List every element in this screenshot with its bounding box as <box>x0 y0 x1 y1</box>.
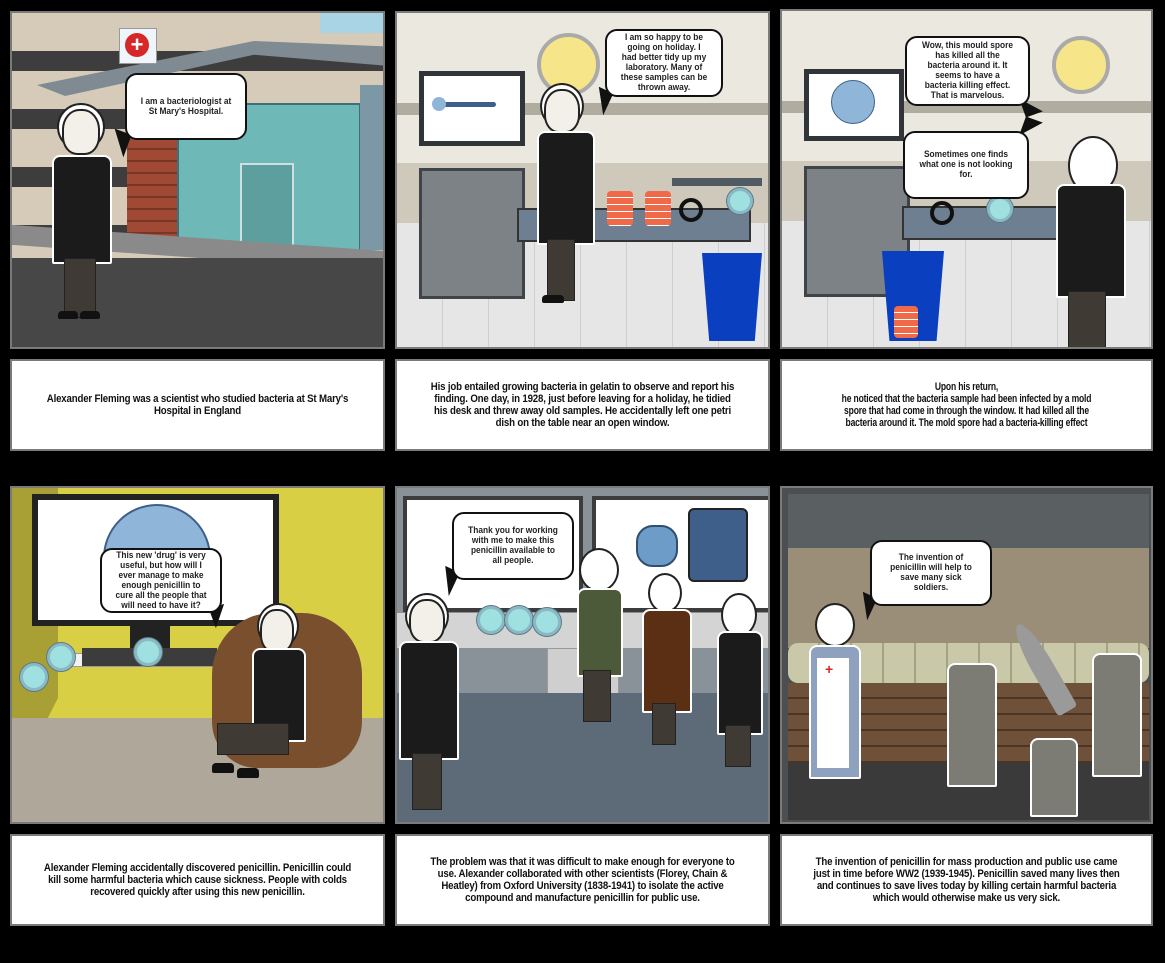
scientist-florey-character <box>575 548 625 728</box>
petri-dish-icon <box>134 638 162 666</box>
side-table <box>672 178 762 186</box>
scientist-chain-character <box>642 573 692 753</box>
trash-can-icon <box>702 253 762 341</box>
alexander-fleming-character <box>52 103 122 328</box>
panel-3-caption: Upon his return, he noticed that the bac… <box>780 359 1153 451</box>
petri-dish-icon <box>987 196 1013 222</box>
cell-diagram-icon <box>636 525 678 567</box>
neuron-diagram-icon <box>419 71 525 146</box>
speech-bubble: Wow, this mould spore has killed all the… <box>905 36 1030 106</box>
nurse-character: + <box>807 603 862 793</box>
petri-dish-stack <box>645 191 671 226</box>
alexander-fleming-character <box>397 593 467 818</box>
panel-1-scene: + I am a bacteriologist at St Mary's Hos… <box>10 11 385 349</box>
petri-dish-icon <box>47 643 75 671</box>
petri-dish-icon <box>533 608 561 636</box>
panel-5-scene: Thank you for working with me to make th… <box>395 486 770 824</box>
panel-3-scene: Wow, this mould spore has killed all the… <box>780 9 1153 349</box>
pillar <box>360 85 383 250</box>
speech-bubble: Thank you for working with me to make th… <box>452 512 574 580</box>
panel-2-caption: His job entailed growing bacteria in gel… <box>395 359 770 451</box>
soldier-character <box>947 628 1002 798</box>
panel-1-caption: Alexander Fleming was a scientist who st… <box>10 359 385 451</box>
glass-door <box>240 163 294 252</box>
panel-4-scene: This new 'drug' is very useful, but how … <box>10 486 385 824</box>
panel-5-caption: The problem was that it was difficult to… <box>395 834 770 926</box>
panel-4-caption: Alexander Fleming accidentally discovere… <box>10 834 385 926</box>
sky <box>320 13 383 33</box>
hospital-sign: + <box>119 28 157 64</box>
speech-bubble: Sometimes one finds what one is not look… <box>903 131 1029 199</box>
cell-diagram-icon <box>804 69 904 141</box>
alexander-fleming-character-seated <box>212 603 312 783</box>
surgical-lamp-icon <box>1052 36 1110 94</box>
drummer-boy-character <box>1030 713 1080 817</box>
magnifying-glass-icon <box>930 201 954 225</box>
panel-6-caption: The invention of penicillin for mass pro… <box>780 834 1153 926</box>
petri-dish-stack <box>607 191 633 226</box>
scientist-heatley-character <box>717 593 767 773</box>
speech-bubble: The invention of penicillin will help to… <box>870 540 992 606</box>
petri-dish-icon <box>477 606 505 634</box>
apron <box>817 658 849 768</box>
petri-dish-icon <box>20 663 48 691</box>
speech-bubble: This new 'drug' is very useful, but how … <box>100 548 222 613</box>
alexander-fleming-character-back <box>1050 136 1135 347</box>
caption-line: he noticed that the bacteria sample had … <box>841 393 1092 429</box>
speech-bubble: I am so happy to be going on holiday. I … <box>605 29 723 97</box>
soldier-character <box>1092 618 1147 788</box>
red-cross-icon: + <box>125 33 149 57</box>
panel-2-scene: I am so happy to be going on holiday. I … <box>395 11 770 349</box>
magnifying-glass-icon <box>679 198 703 222</box>
caption-line: Upon his return, <box>934 381 999 393</box>
brick-wall <box>127 138 177 248</box>
red-cross-icon: + <box>825 661 834 677</box>
petri-dish-stack <box>894 306 918 338</box>
speech-bubble: I am a bacteriologist at St Mary's Hospi… <box>125 73 247 140</box>
petri-dish-icon <box>727 188 753 214</box>
petri-dish-icon <box>505 606 533 634</box>
panel-6-scene: + The invention of penicillin will help … <box>780 486 1153 824</box>
plant-cell-diagram-icon <box>688 508 748 582</box>
instrument-cart <box>419 168 525 299</box>
alexander-fleming-character <box>532 83 602 308</box>
